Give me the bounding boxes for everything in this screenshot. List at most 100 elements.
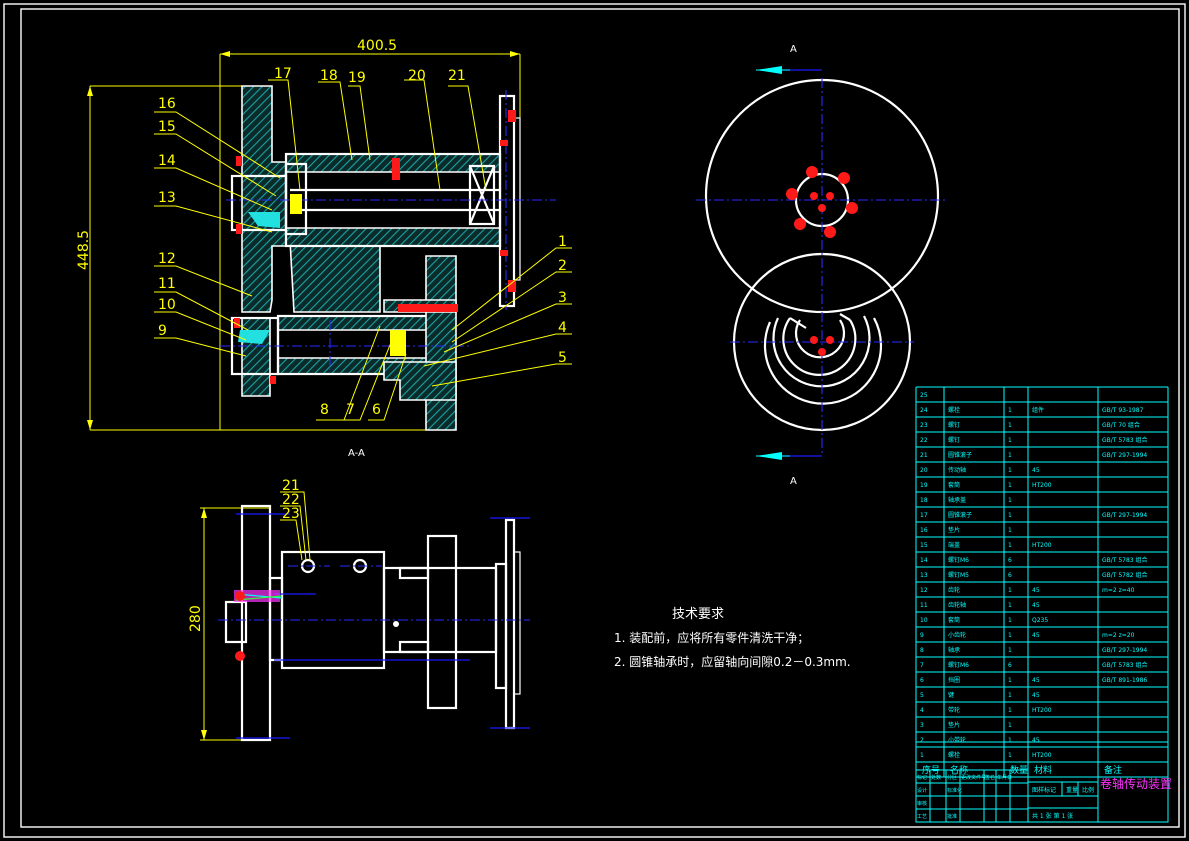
bom-cell-note: GB/T 5783 组合 (1102, 556, 1148, 564)
notes-title: 技术要求 (672, 607, 724, 622)
callout-6: 6 (372, 402, 381, 418)
dim-top: 400.5 (357, 38, 397, 54)
bom-cell-material: 45 (1032, 692, 1040, 699)
bom-cell-qty: 1 (1008, 677, 1012, 684)
bom-cell-material: 45 (1032, 632, 1040, 639)
callout-21: 21 (448, 68, 466, 84)
title-block-revision-grid: 标记处数分区更改文件号签名年月日设计标准化审核工艺批准 (915, 769, 1029, 823)
bom-cell-note: GB/T 297-1994 (1102, 512, 1147, 519)
callout-1: 1 (558, 234, 567, 250)
bom-cell-no: 10 (920, 617, 928, 624)
bom-cell-material: Q235 (1032, 617, 1048, 624)
callout-18: 18 (320, 68, 338, 84)
bom-cell-qty: 1 (1008, 752, 1012, 759)
callout-7: 7 (346, 402, 355, 418)
section-view-a-a: 400.5 448.5 (76, 38, 572, 459)
top-callout-22: 22 (282, 492, 300, 508)
bom-cell-note: GB/T 891-1986 (1102, 677, 1147, 684)
bom-cell-qty: 1 (1008, 407, 1012, 414)
tb-cell: 标记 (917, 774, 927, 781)
bom-cell-qty: 6 (1008, 662, 1012, 669)
bom-cell-name: 螺钉M6 (948, 661, 969, 669)
bom-cell-qty: 1 (1008, 602, 1012, 609)
bom-cell-qty: 1 (1008, 512, 1012, 519)
bom-cell-qty: 1 (1008, 737, 1012, 744)
section-leaders (154, 79, 572, 421)
weight-label: 重量 (1066, 786, 1078, 794)
callout-17: 17 (274, 66, 292, 82)
bom-cell-name: 螺栓 (948, 751, 960, 759)
bom-cell-no: 18 (920, 497, 928, 504)
bom-cell-name: 带轮 (948, 706, 960, 714)
bom-cell-qty: 1 (1008, 587, 1012, 594)
bom-cell-name: 螺钉 (948, 436, 960, 444)
drawing-title: 卷轴传动装置 (1100, 776, 1172, 791)
bom-cell-name: 键 (948, 691, 954, 699)
sheet-info: 共 1 张 第 1 张 (1032, 812, 1073, 820)
bom-cell-qty: 1 (1008, 647, 1012, 654)
bom-cell-note: GB/T 70 组合 (1102, 421, 1140, 429)
bom-cell-no: 19 (920, 482, 928, 489)
bom-header-material: 材料 (1034, 764, 1052, 776)
bom-cell-qty: 1 (1008, 707, 1012, 714)
bom-cell-name: 轴承盖 (948, 496, 966, 504)
bom-cell-qty: 1 (1008, 422, 1012, 429)
top-dim-left: 280 (188, 605, 204, 632)
view-label-bottom: A (790, 476, 797, 487)
notes-line-2: 2. 圆锥轴承时，应留轴向间隙0.2－0.3mm. (614, 654, 851, 669)
bom-cell-material: 45 (1032, 737, 1040, 744)
title-block: 标记处数分区更改文件号签名年月日设计标准化审核工艺批准 图样标记 重量 比例 共… (915, 741, 1172, 823)
bom-cell-no: 23 (920, 422, 928, 429)
bom-cell-note: m=2 z=40 (1102, 587, 1135, 594)
bom-cell-no: 1 (920, 752, 924, 759)
technical-notes: 技术要求 1. 装配前，应将所有零件清洗干净； 2. 圆锥轴承时，应留轴向间隙0… (614, 607, 851, 669)
bom-cell-material: 45 (1032, 467, 1040, 474)
bom-cell-note: GB/T 297-1994 (1102, 452, 1147, 459)
bom-cell-note: GB/T 93-1987 (1102, 407, 1144, 414)
bom-cell-qty: 6 (1008, 557, 1012, 564)
callout-3: 3 (558, 290, 567, 306)
bom-cell-note: GB/T 5783 组合 (1102, 661, 1148, 669)
bom-cell-note: GB/T 297-1994 (1102, 647, 1147, 654)
bom-cell-no: 9 (920, 632, 924, 639)
bom-cell-no: 4 (920, 707, 924, 714)
callout-13: 13 (158, 190, 176, 206)
section-label: A-A (348, 448, 365, 459)
tb-cell: 审核 (917, 800, 927, 807)
bom-cell-qty: 1 (1008, 722, 1012, 729)
bom-cell-no: 3 (920, 722, 924, 729)
top-callout-21: 21 (282, 478, 300, 494)
top-view: 280 21 22 23 (188, 478, 530, 742)
bom-cell-material: HT200 (1032, 542, 1052, 549)
tb-cell: 更改文件号 (961, 774, 986, 781)
inner-frame (20, 8, 1180, 828)
bom-cell-no: 12 (920, 587, 928, 594)
bom-cell-material: 组件 (1032, 406, 1044, 414)
bom-cell-material: 45 (1032, 677, 1040, 684)
bom-cell-material: 45 (1032, 602, 1040, 609)
tb-cell: 分区 (947, 774, 957, 781)
bom-cell-name: 垫片 (948, 526, 960, 534)
callout-9: 9 (158, 323, 167, 339)
bom-cell-material: HT200 (1032, 482, 1052, 489)
top-callout-23: 23 (282, 506, 300, 522)
bom-cell-name: 端盖 (948, 541, 960, 549)
tb-cell: 标准化 (947, 787, 962, 794)
notes-line-1: 1. 装配前，应将所有零件清洗干净； (614, 630, 809, 645)
callout-19: 19 (348, 70, 366, 86)
bom-cell-no: 24 (920, 407, 928, 414)
bom-cell-qty: 1 (1008, 617, 1012, 624)
bom-cell-name: 圆锥滚子 (948, 511, 972, 519)
bom-cell-qty: 1 (1008, 542, 1012, 549)
callout-16: 16 (158, 96, 176, 112)
bom-cell-no: 13 (920, 572, 928, 579)
bom-cell-no: 14 (920, 557, 928, 564)
bom-cell-no: 16 (920, 527, 928, 534)
callout-11: 11 (158, 276, 176, 292)
bom-cell-qty: 1 (1008, 437, 1012, 444)
bom-cell-note: GB/T 5783 组合 (1102, 436, 1148, 444)
bom-cell-name: 小带轮 (948, 736, 966, 744)
bom-header-note: 备注 (1104, 764, 1122, 776)
tb-cell: 设计 (917, 787, 927, 794)
